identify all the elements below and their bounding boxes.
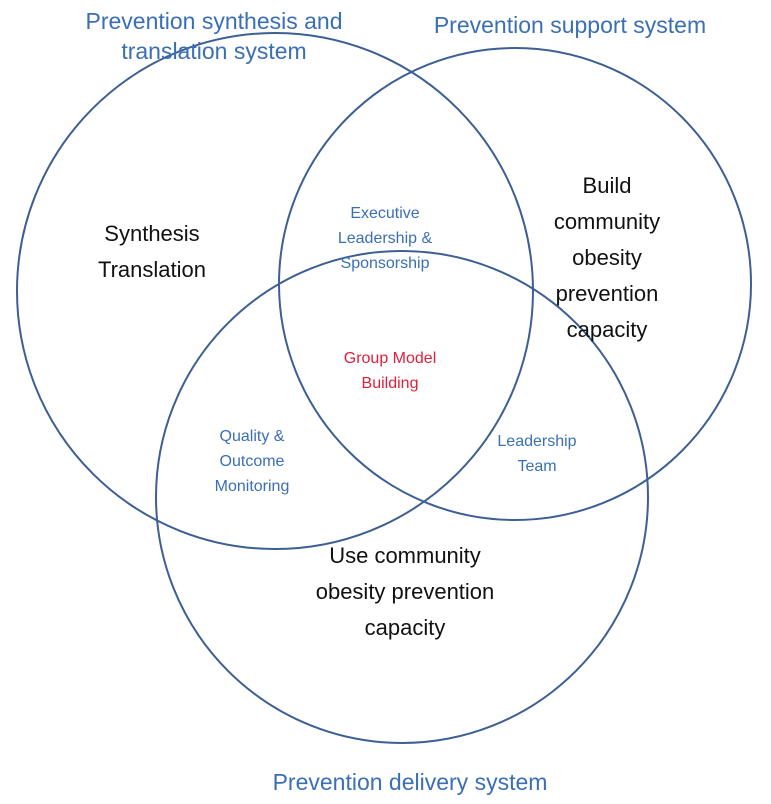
build-capacity-region-line-2: community [553,209,661,234]
executive-leadership-overlap-line-2: Leadership & [337,230,433,247]
synthesis-translation-system-title: Prevention synthesis and translation sys… [54,6,374,66]
build-capacity-region-line-4: prevention [555,281,659,306]
quality-outcome-overlap-label: Quality & Outcome Monitoring [192,424,312,499]
use-capacity-region-line-2: obesity prevention [315,579,495,604]
group-model-building-center-line-2: Building [361,375,419,392]
quality-outcome-overlap-line-3: Monitoring [214,478,290,495]
use-capacity-region-line-3: capacity [364,615,446,640]
quality-outcome-overlap-line-2: Outcome [219,453,285,470]
synthesis-translation-system-title-line-2: translation system [121,38,307,64]
build-capacity-region-line-5: capacity [566,317,648,342]
build-capacity-region-line-3: obesity [572,245,642,270]
quality-outcome-overlap-line-1: Quality & [219,428,285,445]
synthesis-translation-system-title-line-1: Prevention synthesis and [85,8,343,34]
executive-leadership-overlap-line-3: Sponsorship [340,255,430,272]
build-capacity-region-label: Build community obesity prevention capac… [527,168,687,348]
executive-leadership-overlap-label: Executive Leadership & Sponsorship [315,201,455,276]
support-system-title: Prevention support system [410,10,730,40]
executive-leadership-overlap-line-1: Executive [350,205,420,222]
leadership-team-overlap-label: Leadership Team [477,429,597,479]
synthesis-translation-region-line-2: Translation [97,257,206,282]
delivery-system-title-line-1: Prevention delivery system [272,769,548,795]
leadership-team-overlap-line-1: Leadership [497,433,577,450]
use-capacity-region-line-1: Use community [329,543,481,568]
delivery-circle [155,250,649,744]
group-model-building-center-label: Group Model Building [320,346,460,396]
synthesis-translation-region-label: Synthesis Translation [62,216,242,288]
leadership-team-overlap-line-2: Team [517,458,557,475]
synthesis-translation-region-line-1: Synthesis [104,221,200,246]
delivery-system-title: Prevention delivery system [240,767,580,797]
use-capacity-region-label: Use community obesity prevention capacit… [285,538,525,646]
synthesis-translation-circle [16,32,534,550]
build-capacity-region-line-1: Build [582,173,632,198]
group-model-building-center-line-1: Group Model [343,350,437,367]
support-system-title-line-1: Prevention support system [433,12,707,38]
